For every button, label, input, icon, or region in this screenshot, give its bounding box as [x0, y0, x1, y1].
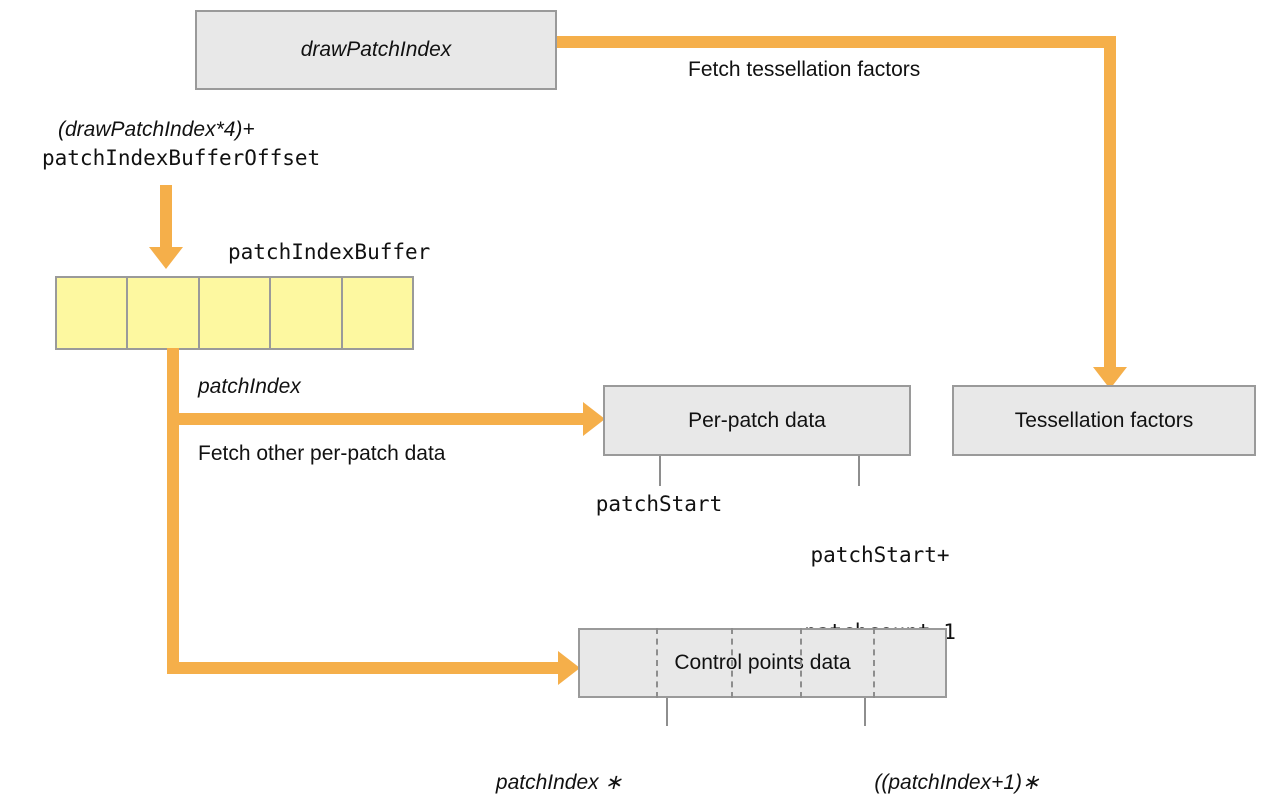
control-points-divider — [731, 628, 733, 698]
label-offset-expression-line2: patchIndexBufferOffset — [42, 146, 321, 170]
label-fetch-tessellation-factors: Fetch tessellation factors — [688, 58, 921, 81]
buffer-cell[interactable] — [340, 276, 414, 350]
arrowhead-tess-factors — [1093, 367, 1127, 389]
leader-patch-end — [858, 456, 860, 486]
box-tessellation-factors: Tessellation factors — [952, 385, 1256, 456]
arrowhead-per-patch-data — [583, 402, 605, 436]
arrowhead-control-points-data — [558, 651, 580, 685]
label-control-points-start-line1: patchIndex ∗ — [495, 771, 623, 795]
connector-patch-index-trunk — [167, 348, 179, 674]
leader-control-points-start — [666, 698, 668, 726]
connector-tess-vertical — [1104, 36, 1116, 375]
box-per-patch-data: Per-patch data — [603, 385, 911, 456]
buffer-cell[interactable] — [126, 276, 200, 350]
box-control-points-data: Control points data — [578, 628, 947, 698]
label-control-points-start: patchIndex ∗ numberOfPatchControlPonts — [401, 731, 717, 804]
label-patch-index: patchIndex — [198, 375, 301, 398]
connector-control-points-branch — [167, 662, 566, 674]
label-patch-index-buffer: patchIndexBuffer — [228, 240, 431, 264]
buffer-cell[interactable] — [197, 276, 272, 350]
buffer-cell[interactable] — [269, 276, 343, 350]
connector-per-patch-branch — [167, 413, 591, 425]
label-control-points-end: ((patchIndex+1)∗ numberOfPatchControlPon… — [780, 731, 1134, 804]
connector-tess-horizontal — [557, 36, 1116, 48]
box-draw-patch-index: drawPatchIndex — [195, 10, 557, 90]
label-fetch-other-per-patch-data: Fetch other per-patch data — [198, 442, 446, 465]
arrowhead-buffer-in — [149, 247, 183, 269]
label-patch-end-line1: patchStart+ — [810, 543, 950, 568]
patch-index-buffer — [55, 276, 414, 350]
control-points-divider — [656, 628, 658, 698]
leader-patch-start — [659, 456, 661, 486]
label-offset-expression-line1: (drawPatchIndex*4)+ — [58, 118, 255, 141]
label-control-points-end-line1: ((patchIndex+1)∗ — [874, 771, 1040, 795]
connector-offset-to-buffer — [160, 185, 172, 252]
control-points-divider — [873, 628, 875, 698]
control-points-divider — [800, 628, 802, 698]
leader-control-points-end — [864, 698, 866, 726]
buffer-cell[interactable] — [55, 276, 129, 350]
label-patch-start: patchStart — [595, 492, 723, 516]
